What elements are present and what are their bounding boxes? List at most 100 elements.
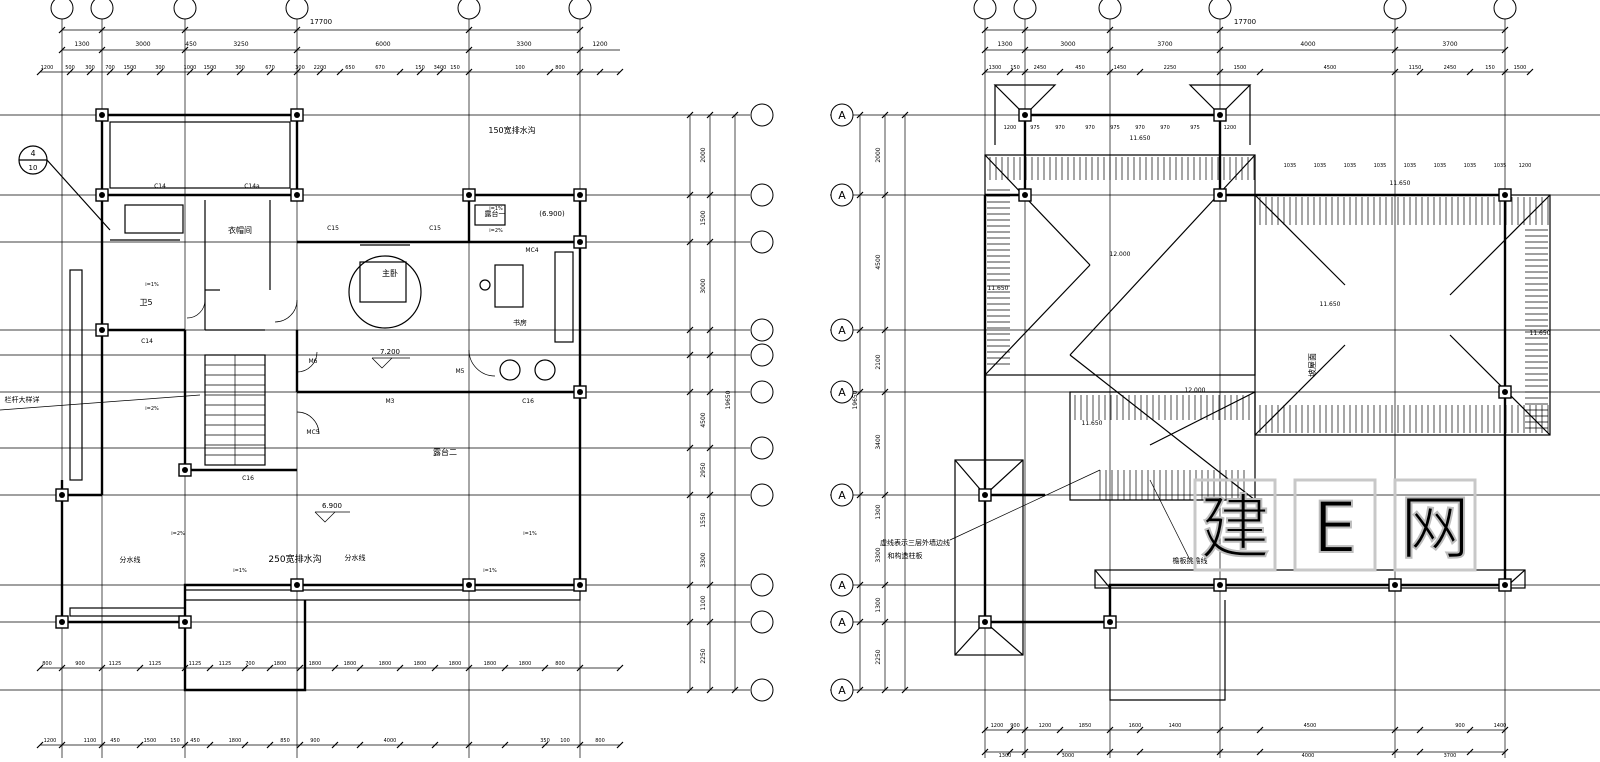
bottom-axis-dimension: 1100: [84, 738, 97, 744]
rafter-dimension: 1200: [1519, 163, 1532, 169]
dimension-lines: [40, 29, 1530, 753]
subdimension-label: 150: [1010, 65, 1020, 71]
room-label: 露台二: [433, 447, 457, 457]
svg-text:建: 建: [1200, 487, 1270, 569]
dimension-label: 3300: [516, 41, 531, 48]
subdimension-label: 150: [450, 65, 460, 71]
axis-bubble-top: [1493, 0, 1517, 20]
subdimension-label: 100: [515, 65, 525, 71]
bottom-dimension: 1800: [309, 661, 322, 667]
axis-bubble-left: [830, 380, 854, 404]
right-plan-columns: [978, 108, 1512, 629]
axis-bubble-top: [457, 0, 481, 20]
total-vertical-dimension: 19650: [725, 390, 732, 409]
rafter-dimension: 1200: [1224, 125, 1237, 131]
axis-letter: A: [838, 579, 846, 592]
rafter-dimension: 1035: [1494, 163, 1507, 169]
subdimension-label: 1300: [989, 65, 1002, 71]
roof-level: 11.650: [1530, 330, 1551, 337]
rafter-dimension: 975: [1110, 125, 1120, 131]
vertical-dimension: 3000: [700, 278, 707, 293]
subdimension-label: 800: [555, 65, 565, 71]
rafter-dimension: 1035: [1284, 163, 1297, 169]
window-door-code: C14: [154, 183, 166, 190]
subdimension-label: 1500: [1234, 65, 1247, 71]
axis-bubble-right: [750, 483, 774, 507]
dimension-label: 6000: [375, 41, 390, 48]
subdimension-label: 1000: [184, 65, 197, 71]
bottom-axis-dimension: 1500: [144, 738, 157, 744]
slope-label: i=2%: [489, 228, 503, 234]
subdimension-label: 300: [85, 65, 95, 71]
dimension-label: 3000: [1060, 41, 1075, 48]
window-door-code: M5: [456, 368, 465, 375]
bottom-dimension: 700: [245, 661, 255, 667]
subdimension-label: 2250: [1164, 65, 1177, 71]
bottom-axis-dimension: 900: [310, 738, 320, 744]
axis-bubble-right: [750, 103, 774, 127]
roof-level: 11.650: [1390, 180, 1411, 187]
dimension-label: 3700: [1157, 41, 1172, 48]
window-door-code: C15: [327, 225, 339, 232]
axis-bubble-right: [750, 230, 774, 254]
dimension-label: 3000: [135, 41, 150, 48]
axis-bubble-right: [750, 436, 774, 460]
subdimension-label: 1500: [124, 65, 137, 71]
bottom-axis-dimension: 800: [595, 738, 605, 744]
bottom-dimension: 900: [75, 661, 85, 667]
dashed-line-note: 和构造柱板: [888, 551, 923, 560]
left-plan-walls: [60, 113, 582, 692]
level-markers-left: [314, 357, 410, 523]
rafter-dimension: 970: [1135, 125, 1145, 131]
bottom-dimension: 1850: [1079, 723, 1092, 729]
drain-note: 250宽排水沟: [268, 553, 321, 565]
balcony-label: 露台一: [485, 209, 506, 218]
railing-note: 栏杆大样详: [5, 395, 40, 404]
bottom-dimension: 1800: [274, 661, 287, 667]
slope-label: i=1%: [489, 206, 503, 212]
vertical-dimension: 2950: [700, 462, 707, 477]
svg-text:E: E: [1313, 487, 1357, 569]
bottom-axis-dimension: 1200: [44, 738, 57, 744]
vertical-dimension: 2100: [875, 354, 882, 369]
dimension-ticks: [36, 26, 1534, 756]
roof-level: 12.000: [1110, 251, 1131, 258]
bottom-axis-dimension: 850: [280, 738, 290, 744]
bottom-axis-dimension: 150: [170, 738, 180, 744]
axis-letter: A: [838, 616, 846, 629]
vertical-dimension: 1550: [700, 512, 707, 527]
vertical-dimension: 1100: [700, 595, 707, 610]
svg-text:网: 网: [1400, 487, 1470, 569]
slope-label: i=1%: [233, 568, 247, 574]
window-door-code: C14: [141, 338, 153, 345]
level-value: 7.200: [380, 348, 400, 356]
slope-label: i=2%: [145, 406, 159, 412]
drain-note: 150宽排水沟: [488, 125, 535, 135]
left-plan-columns: [55, 108, 587, 629]
slope-label: i=1%: [145, 282, 159, 288]
window-door-code: M3: [386, 398, 395, 405]
bottom-axis-dimension: 100: [560, 738, 570, 744]
axis-bubble-right: [750, 318, 774, 342]
bottom-dimension: 1800: [484, 661, 497, 667]
bottom-dimension: 1800: [414, 661, 427, 667]
window-door-code: MC4: [525, 247, 538, 254]
bottom-dimension: 1125: [149, 661, 162, 667]
total-dimension: 17700: [1234, 18, 1256, 26]
bottom-dimension: 1125: [189, 661, 202, 667]
subdimension-label: 300: [235, 65, 245, 71]
roof-level: 11.650: [988, 285, 1009, 292]
subdimension-label: 650: [345, 65, 355, 71]
axis-bubble-right: [750, 678, 774, 702]
bottom-dimension: 900: [1010, 723, 1020, 729]
rafter-dimension: 1035: [1464, 163, 1477, 169]
axis-letter: A: [838, 489, 846, 502]
axis-letter: A: [838, 386, 846, 399]
axis-bubble-right: [750, 380, 774, 404]
vertical-dimension: 3400: [875, 434, 882, 449]
dimension-label: 450: [185, 41, 197, 48]
detail-reference-symbol: [18, 145, 111, 231]
axis-bubble-top: [1383, 0, 1407, 20]
